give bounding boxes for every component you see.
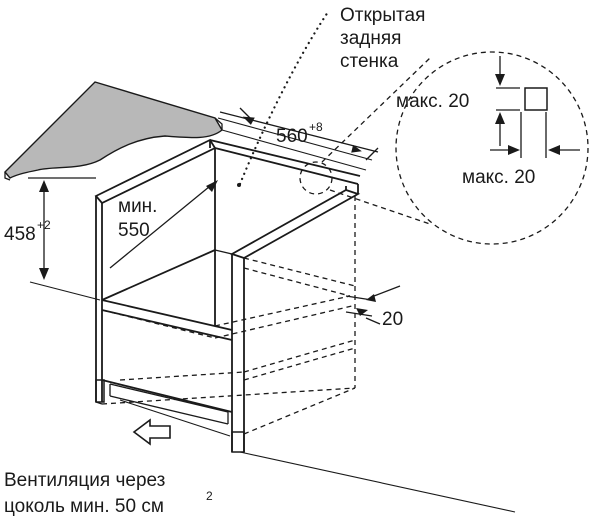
worktop: [4, 81, 223, 181]
ventilation-line-2: цоколь мин. 50 см: [4, 496, 164, 517]
open-back-pointer: [238, 10, 330, 186]
max-top-label: макс. 20: [396, 91, 469, 112]
depth-label: мин. 550: [118, 196, 157, 241]
height-label: 458 +2: [4, 218, 51, 245]
detail-marker: [299, 161, 333, 195]
callout-line-bottom: [329, 189, 431, 225]
width-dimension: [219, 107, 379, 161]
height-tolerance: +2: [37, 218, 51, 232]
open-back-line-1: Открытая: [340, 5, 425, 26]
width-label: 560 +8: [276, 120, 323, 147]
gap-dimension: [345, 285, 401, 325]
height-dimension: [28, 177, 96, 280]
hidden-edges: [101, 196, 356, 435]
cabinet: [94, 138, 361, 453]
wall-lines: [29, 117, 516, 513]
width-value: 560: [276, 126, 308, 147]
gap-label: 20: [382, 309, 403, 330]
depth-dimension: [109, 180, 218, 269]
height-value: 458: [4, 224, 36, 245]
ventilation-label: Вентиляция через цоколь мин. 50 см 2: [4, 470, 213, 517]
detail-circle: [395, 51, 589, 245]
open-back-line-3: стенка: [340, 51, 399, 72]
open-back-label: Открытая задняя стенка: [340, 5, 425, 72]
open-back-dot: [237, 183, 241, 187]
ventilation-line-1: Вентиляция через: [4, 470, 165, 491]
ventilation-arrow-icon: [132, 418, 171, 446]
ventilation-unit-power: 2: [206, 489, 213, 503]
depth-value: 550: [118, 220, 150, 241]
max-right-label: макс. 20: [462, 167, 535, 188]
width-tolerance: +8: [309, 120, 323, 134]
callout-line-top: [321, 57, 431, 163]
depth-prefix: мин.: [118, 196, 157, 217]
open-back-line-2: задняя: [340, 28, 401, 49]
